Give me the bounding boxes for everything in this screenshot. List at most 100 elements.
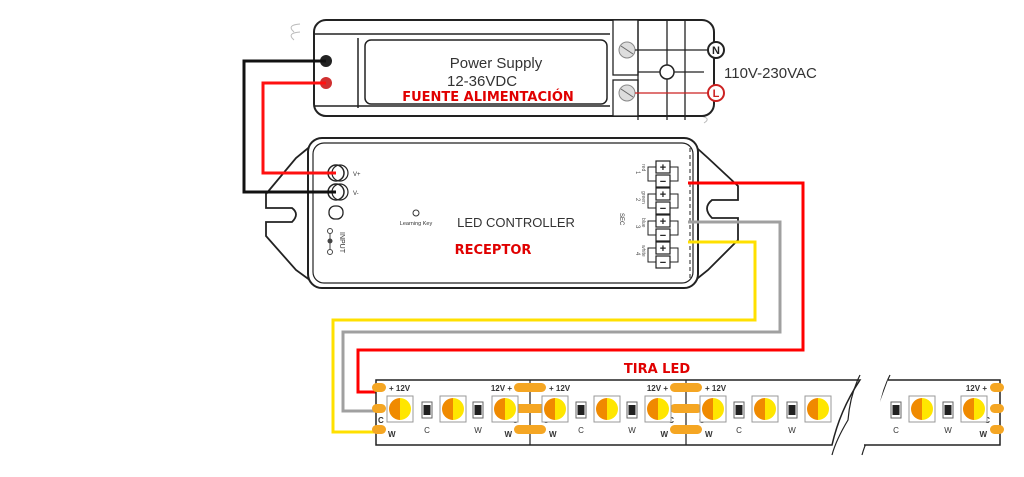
terminal-bracket — [670, 247, 679, 263]
pad-label: W — [504, 430, 512, 439]
black-wire — [242, 59, 336, 194]
terminal-bracket — [647, 220, 656, 236]
led-half-yellow — [818, 398, 829, 420]
resistor-label: C — [424, 426, 430, 435]
resistor-body — [423, 405, 431, 415]
led-half-yellow — [453, 398, 464, 420]
input-jack — [328, 205, 344, 220]
live-terminal-icon — [707, 84, 725, 102]
joint-pad-12v — [514, 383, 546, 392]
led-half-orange — [647, 398, 658, 420]
pad-label: W — [549, 430, 557, 439]
resistor-label: W — [788, 426, 796, 435]
pad-w — [372, 425, 386, 434]
resistor-body — [788, 405, 796, 415]
terminal-bracket — [670, 193, 679, 209]
controller-body — [307, 137, 699, 289]
resistor-body — [944, 405, 952, 415]
led-half-orange — [911, 398, 922, 420]
pad-label: 12V + — [647, 384, 668, 393]
joint-pad-c — [670, 404, 702, 413]
resistor-label: C — [578, 426, 584, 435]
led-half-yellow — [765, 398, 776, 420]
channel-name: red — [640, 164, 646, 171]
led-half-orange — [702, 398, 713, 420]
red-wire-dc — [261, 81, 336, 175]
led-half-yellow — [607, 398, 618, 420]
pad-12v — [372, 383, 386, 392]
pad-label: 12V + — [491, 384, 512, 393]
channel-name: white — [640, 245, 646, 257]
svg-text:L: L — [713, 88, 720, 100]
led-half-orange — [494, 398, 505, 420]
resistor-label: C — [893, 426, 899, 435]
led-half-orange — [389, 398, 400, 420]
ac-input-label: 110V-230VAC — [724, 65, 817, 82]
resistor-label: C — [736, 426, 742, 435]
pad-12v — [990, 383, 1004, 392]
pad-label: C — [378, 416, 384, 425]
pad-label: + 12V — [705, 384, 727, 393]
power-supply-title: Power Supply — [450, 55, 543, 72]
resistor-label: W — [944, 426, 952, 435]
minus-sign: − — [660, 230, 666, 242]
pad-label: + 12V — [549, 384, 571, 393]
resistor-body — [628, 405, 636, 415]
led-half-yellow — [658, 398, 669, 420]
pad-label: + 12V — [389, 384, 411, 393]
joint-pad-c — [514, 404, 546, 413]
terminal-bracket — [647, 247, 656, 263]
learning-key-button[interactable] — [412, 209, 420, 217]
led-half-yellow — [974, 398, 985, 420]
mount-tab — [290, 23, 301, 41]
power-supply: Power Supply 12-36VDC FUENTE ALIMENTACIÓ… — [290, 19, 817, 124]
minus-sign: − — [660, 257, 666, 269]
tira-led-label: TIRA LED — [624, 362, 690, 377]
joint-pad-w — [514, 425, 546, 434]
led-half-orange — [596, 398, 607, 420]
terminal-bracket — [647, 166, 656, 182]
channel-number: 4 — [634, 252, 640, 256]
sec-label: SEC — [618, 213, 624, 226]
resistor-body — [577, 405, 585, 415]
plus-sign: + — [660, 162, 666, 174]
plus-sign: + — [660, 189, 666, 201]
resistor-label: W — [474, 426, 482, 435]
led-half-orange — [544, 398, 555, 420]
terminal-bracket — [647, 193, 656, 209]
channel-name: blue — [640, 218, 646, 228]
channel-name: green — [640, 191, 646, 204]
minus-sign: − — [660, 203, 666, 215]
pad-label: W — [705, 430, 713, 439]
led-half-yellow — [713, 398, 724, 420]
led-half-yellow — [922, 398, 933, 420]
led-half-orange — [807, 398, 818, 420]
channel-number: 1 — [634, 171, 640, 175]
power-supply-label-panel — [364, 39, 608, 105]
pad-label: 12V + — [966, 384, 987, 393]
pad-label: W — [660, 430, 668, 439]
yellow-wire — [331, 240, 757, 434]
pad-c — [990, 404, 1004, 413]
led-half-yellow — [505, 398, 516, 420]
led-half-yellow — [400, 398, 411, 420]
channel-number: 3 — [634, 225, 640, 229]
power-supply-voltage: 12-36VDC — [447, 73, 517, 90]
controller-title: LED CONTROLLER — [457, 215, 575, 230]
terminal-bracket — [670, 166, 679, 182]
pad-label: W — [388, 430, 396, 439]
gray-wire — [341, 220, 782, 413]
joint-pad-12v — [670, 383, 702, 392]
plus-sign: + — [660, 243, 666, 255]
terminal-bracket — [670, 220, 679, 236]
resistor-body — [735, 405, 743, 415]
plus-sign: + — [660, 216, 666, 228]
led-controller: V+ V- INPUT Learning Key LED CONTROLLER … — [265, 137, 739, 289]
resistor-body — [474, 405, 482, 415]
pad-w — [990, 425, 1004, 434]
resistor-body — [892, 405, 900, 415]
pad-c — [372, 404, 386, 413]
led-half-orange — [754, 398, 765, 420]
